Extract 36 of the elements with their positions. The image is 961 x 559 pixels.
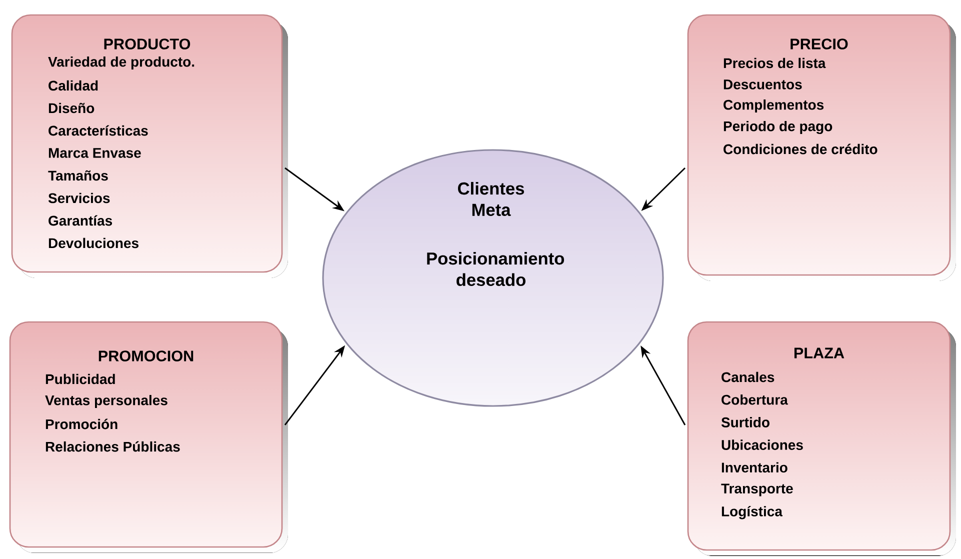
list-item: Relaciones Públicas (46, 441, 180, 452)
box-heading: PROMOCION (98, 350, 194, 362)
ellipse-text: Clientes Meta (458, 182, 524, 216)
category-box (9, 321, 288, 553)
ellipse-text: Posicionamiento deseado (427, 252, 564, 286)
list-item: Promoción (46, 418, 118, 430)
category-box (687, 14, 956, 281)
list-item: Ubicaciones (722, 440, 803, 450)
target-ellipse (322, 149, 664, 407)
box-heading: PRECIO (790, 38, 848, 50)
list-item: Calidad (48, 80, 98, 91)
list-item: Logística (722, 506, 783, 520)
list-item: Garantías (48, 215, 112, 226)
list-item: Diseño (48, 102, 94, 114)
category-box (687, 321, 956, 556)
list-item: Tamaños (48, 170, 108, 181)
list-item: Surtido (721, 417, 770, 428)
list-item: Precios de lista (724, 58, 826, 68)
list-item: Descuentos (724, 80, 802, 90)
category-box (11, 14, 288, 278)
list-item: Características (48, 125, 148, 136)
list-item: Canales (722, 372, 774, 382)
list-item: Cobertura (722, 394, 788, 405)
list-item: Publicidad (46, 374, 115, 384)
box-heading: PLAZA (794, 348, 844, 358)
list-item: Condiciones de crédito (724, 144, 878, 154)
list-item: Ventas personales (45, 394, 168, 408)
list-item: Periodo de pago (724, 120, 832, 134)
list-item: Servicios (48, 192, 110, 204)
list-item: Complementos (724, 99, 824, 113)
list-item: Transporte (721, 484, 793, 496)
list-item: Variedad de producto. (48, 56, 194, 70)
list-item: Devoluciones (48, 238, 138, 248)
list-item: Marca Envase (48, 148, 141, 158)
list-item: Inventario (722, 462, 788, 473)
box-heading: PRODUCTO (104, 38, 190, 50)
